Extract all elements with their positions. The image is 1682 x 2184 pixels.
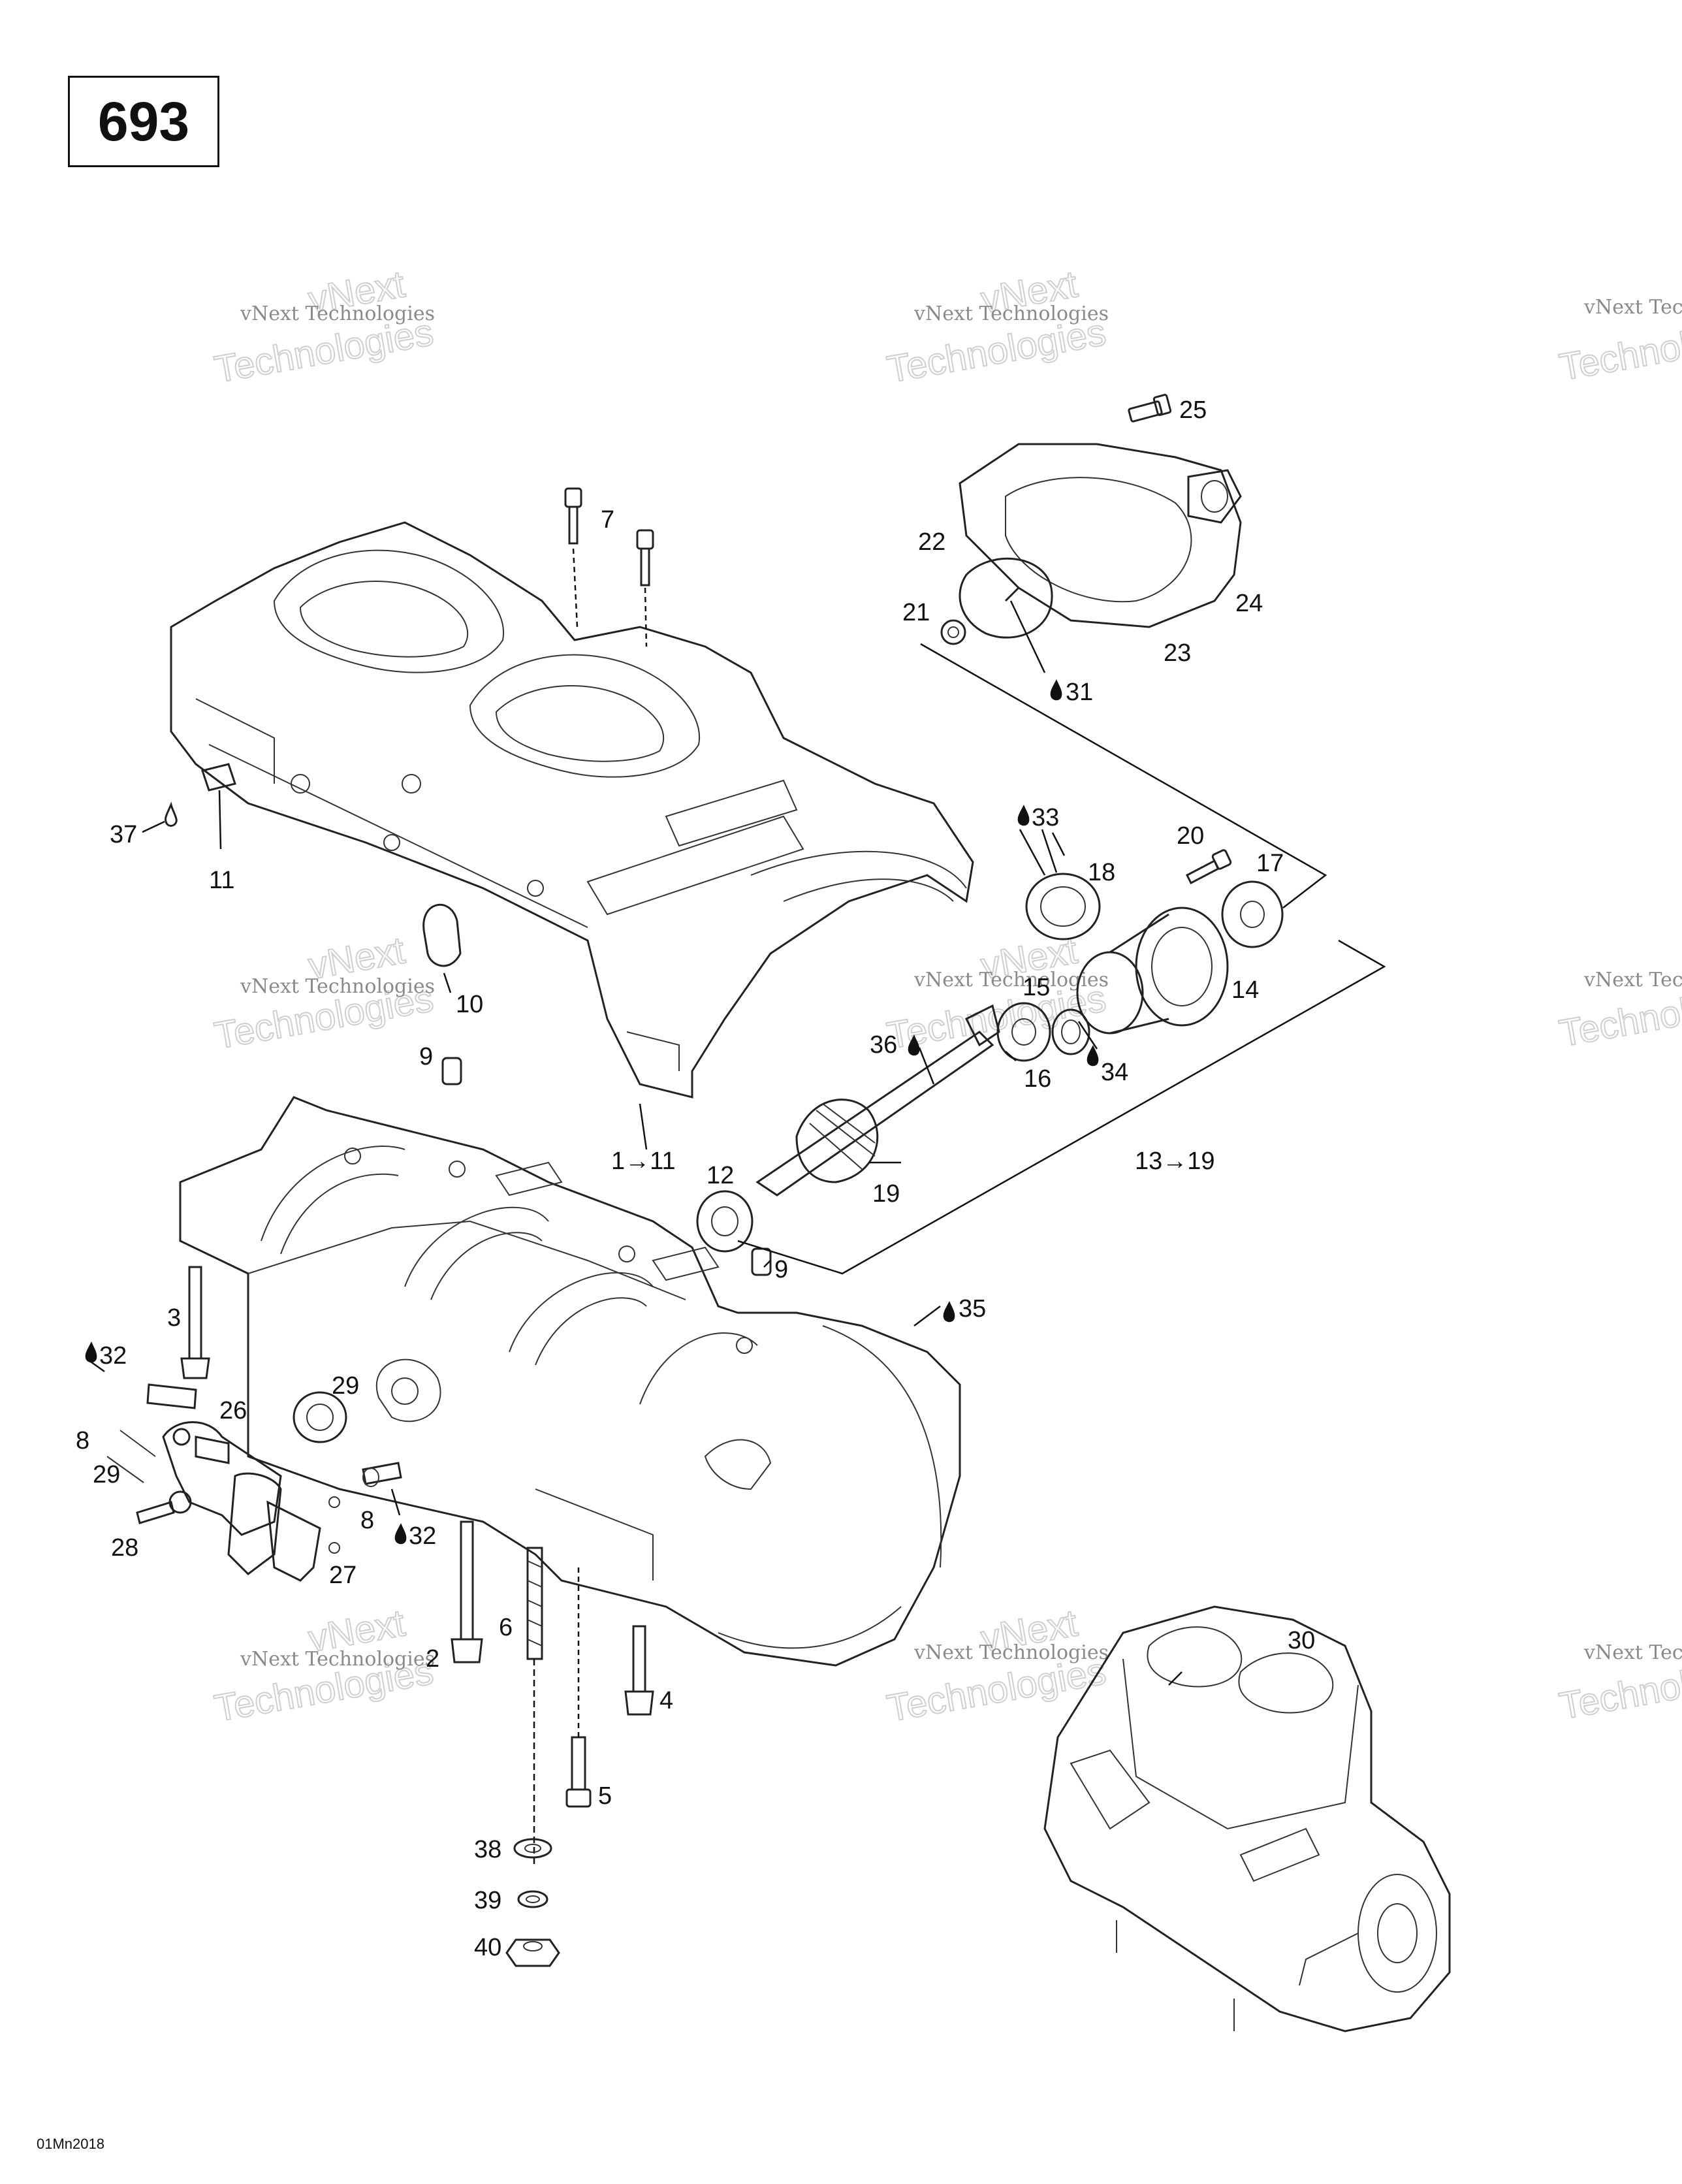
- callout-34: 34: [1101, 1059, 1128, 1086]
- lubricant-markers: [85, 679, 1099, 1545]
- leader-lines: [639, 829, 1182, 1686]
- oil-pump-group: [86, 1357, 402, 1582]
- callout-40: 40: [474, 1934, 501, 1961]
- watermark-label: vNext Technologies: [240, 1648, 435, 1671]
- engine-assembly-30: [1043, 1605, 1451, 2032]
- bolt-3: [180, 1266, 210, 1379]
- watermark-group: Technologies vNext vNext Technologies Te…: [211, 262, 1682, 1730]
- bolt-5: [565, 1736, 592, 1808]
- callout-37: 37: [110, 821, 137, 848]
- callout-10: 10: [456, 991, 483, 1018]
- drawing-code: 01Mn2018: [37, 2136, 104, 2152]
- callout-36: 36: [870, 1031, 897, 1059]
- callout-18: 18: [1088, 859, 1115, 886]
- callout-labels: 25 7 22 21 24 23 31 33 20 17 18 37 11 10…: [76, 396, 1315, 1961]
- bearing-12: [696, 1190, 754, 1253]
- screw-20: [1186, 849, 1232, 885]
- watermark-label: vNext Technologies: [240, 302, 435, 325]
- callout-19: 19: [872, 1180, 900, 1208]
- watermark-label: vNext Technologies: [913, 969, 1109, 991]
- bolt-4: [624, 1625, 654, 1716]
- callout-20: 20: [1177, 822, 1204, 850]
- callout-21: 21: [902, 599, 930, 626]
- callout-31: 31: [1066, 679, 1093, 706]
- callout-4: 4: [659, 1687, 673, 1714]
- callout-7: 7: [601, 506, 614, 534]
- watermark-label: vNext Technologies: [913, 1641, 1109, 1664]
- pump-cover-group: [940, 394, 1242, 673]
- callout-35: 35: [959, 1295, 986, 1323]
- callout-15: 15: [1023, 974, 1050, 1001]
- watermark-label: vNext Technologies: [240, 975, 435, 998]
- washer-38: [513, 1838, 552, 1859]
- callout-9-upper: 9: [419, 1043, 433, 1070]
- callout-9-lower: 9: [774, 1256, 788, 1283]
- callout-3: 3: [167, 1304, 181, 1332]
- drop-32a-icon: [85, 1341, 97, 1363]
- callout-25: 25: [1179, 396, 1207, 424]
- drop-36-icon: [908, 1035, 920, 1056]
- page-number: 693: [97, 90, 190, 152]
- drop-34-icon: [1087, 1045, 1099, 1067]
- drop-33-icon: [1017, 805, 1030, 826]
- watermark-technologies: Technologies: [1556, 308, 1682, 389]
- callout-29b: 29: [93, 1461, 120, 1488]
- housing-14: [1076, 907, 1229, 1035]
- watermark-label: vNext Technologies: [1583, 1641, 1682, 1664]
- callout-5: 5: [598, 1782, 612, 1810]
- drive-shaft-19: [755, 1004, 1000, 1196]
- callout-16: 16: [1024, 1065, 1051, 1093]
- callout-32b: 32: [409, 1522, 436, 1550]
- drop-32b-icon: [394, 1523, 407, 1545]
- callout-17: 17: [1256, 850, 1284, 877]
- bearing-16: [996, 1002, 1051, 1062]
- callout-6: 6: [499, 1614, 513, 1641]
- callout-39: 39: [474, 1887, 501, 1914]
- seal-18: [1025, 873, 1101, 940]
- ring-15: [1051, 1008, 1090, 1055]
- bolt-7-pair: [564, 487, 654, 647]
- drop-35-icon: [943, 1301, 955, 1323]
- callout-1-11: 1→11: [611, 1148, 676, 1175]
- watermark-label: vNext Technologies: [1583, 296, 1682, 319]
- callout-12: 12: [706, 1162, 734, 1189]
- callout-27: 27: [329, 1562, 357, 1589]
- callout-26: 26: [219, 1397, 247, 1424]
- callout-2: 2: [426, 1645, 439, 1673]
- bolt-2: [451, 1520, 483, 1663]
- dowel-9-lower: [751, 1247, 772, 1276]
- lock-washer-39: [517, 1890, 548, 1908]
- drop-31-icon: [1050, 679, 1062, 701]
- callout-38: 38: [474, 1836, 501, 1863]
- nut-40: [505, 1938, 560, 1967]
- callout-13-19: 13→19: [1135, 1148, 1215, 1175]
- callout-32a: 32: [99, 1342, 127, 1370]
- callout-30: 30: [1288, 1627, 1315, 1654]
- callout-11: 11: [209, 867, 234, 894]
- callout-29a: 29: [332, 1372, 359, 1400]
- callout-33: 33: [1032, 804, 1059, 831]
- cap-17: [1221, 880, 1284, 948]
- page-number-box: 693: [68, 76, 219, 167]
- callout-24: 24: [1235, 590, 1263, 617]
- group-bracket-lines: [737, 643, 1386, 1275]
- callout-22: 22: [918, 528, 945, 556]
- watermark-label: vNext Technologies: [1583, 969, 1682, 991]
- upper-crankcase: [170, 521, 974, 1099]
- callout-23: 23: [1164, 639, 1191, 667]
- callout-14: 14: [1231, 976, 1259, 1004]
- stud-6: [526, 1547, 543, 1868]
- callout-28: 28: [111, 1534, 138, 1562]
- callout-8a: 8: [76, 1427, 89, 1454]
- watermark-label: vNext Technologies: [913, 302, 1109, 325]
- callout-8b: 8: [360, 1507, 374, 1534]
- dowel-9-upper: [441, 1057, 462, 1085]
- lower-crankcase: [179, 1096, 961, 1667]
- plug-10: [422, 903, 462, 993]
- fitting-37: [142, 763, 236, 850]
